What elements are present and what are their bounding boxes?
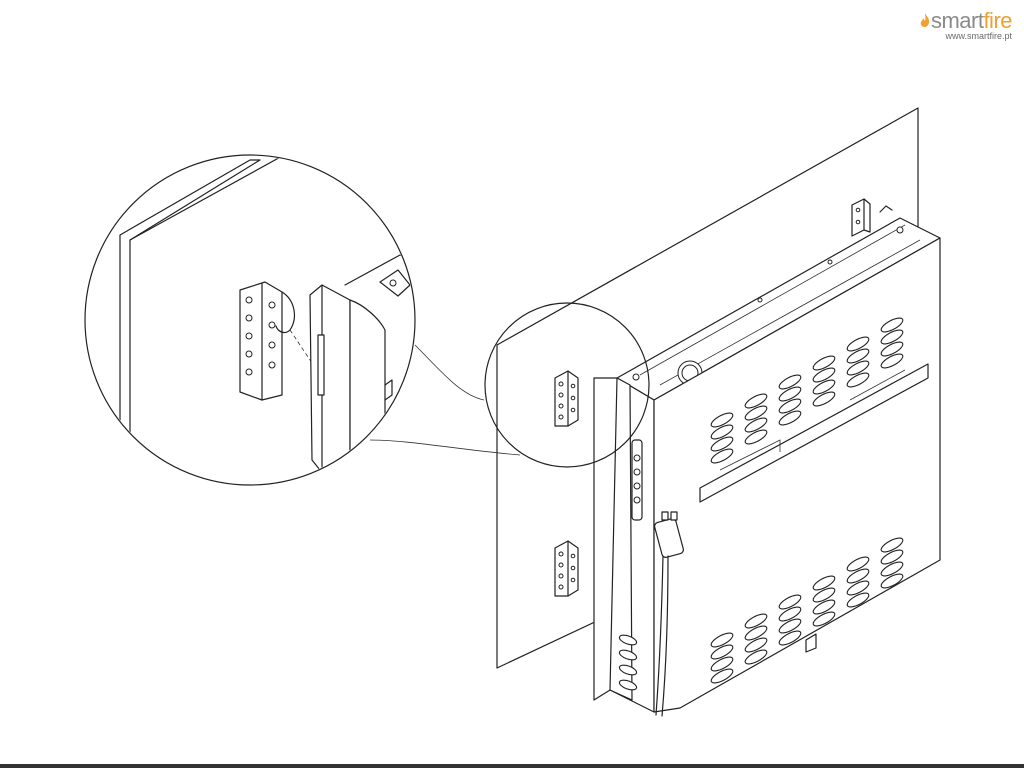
vent-slot <box>846 592 870 608</box>
vent-slot <box>710 412 734 428</box>
vent-slot <box>812 355 836 371</box>
flame-icon <box>920 13 930 27</box>
vent-slot <box>880 537 904 553</box>
detail-circle-small <box>484 302 650 468</box>
fireplace-unit <box>593 217 941 717</box>
wall-bracket-top-right <box>851 198 893 237</box>
vent-slot <box>710 436 734 452</box>
detail-magnified-view <box>84 154 416 486</box>
vent-slot <box>880 549 904 565</box>
vent-slot <box>710 448 734 464</box>
vent-slot <box>880 573 904 589</box>
vent-slot <box>778 606 802 622</box>
vent-slot <box>846 568 870 584</box>
vent-slot <box>710 644 734 660</box>
bottom-tab <box>805 633 817 653</box>
wall-bracket-upper <box>554 370 579 427</box>
brand-name-part1: smart <box>930 8 984 33</box>
vent-slot <box>812 391 836 407</box>
vent-slot <box>744 637 768 653</box>
vent-slot <box>744 613 768 629</box>
vent-slot <box>744 417 768 433</box>
vent-slot <box>778 618 802 634</box>
vent-slot <box>880 329 904 345</box>
vent-slot <box>778 386 802 402</box>
vent-slot <box>778 594 802 610</box>
vent-slot <box>744 649 768 665</box>
vent-slot <box>880 561 904 577</box>
front-vents-lower <box>710 537 904 684</box>
vent-slot <box>778 410 802 426</box>
vent-slot <box>846 580 870 596</box>
vent-slot <box>846 336 870 352</box>
vent-slot <box>812 599 836 615</box>
callout-leader <box>369 344 521 456</box>
brand-website: www.smartfire.pt <box>945 31 1012 41</box>
front-vents-upper <box>710 317 904 464</box>
vent-slot <box>846 360 870 376</box>
power-plug <box>654 511 684 717</box>
vent-slot <box>744 405 768 421</box>
wall-bracket-lower <box>554 540 579 597</box>
vent-slot <box>812 575 836 591</box>
vent-slot <box>710 656 734 672</box>
vent-slot <box>744 625 768 641</box>
vent-slot <box>846 556 870 572</box>
vent-slot <box>812 367 836 383</box>
vent-slot <box>880 317 904 333</box>
vent-slot <box>880 353 904 369</box>
vent-slot <box>846 372 870 388</box>
vent-slot <box>812 587 836 603</box>
vent-slot <box>846 348 870 364</box>
vent-slot <box>880 341 904 357</box>
vent-slot <box>778 630 802 646</box>
bottom-rule <box>0 764 1024 768</box>
mounting-rail <box>699 363 929 503</box>
vent-slot <box>778 398 802 414</box>
vent-slot <box>710 668 734 684</box>
side-vents <box>618 634 638 691</box>
vent-slot <box>778 374 802 390</box>
vent-slot <box>710 632 734 648</box>
vent-slot <box>812 611 836 627</box>
vent-slot <box>812 379 836 395</box>
control-panel <box>631 439 643 521</box>
vent-slot <box>744 429 768 445</box>
brand-name-part2: fire <box>983 8 1012 33</box>
vent-slot <box>744 393 768 409</box>
vent-slot <box>710 424 734 440</box>
